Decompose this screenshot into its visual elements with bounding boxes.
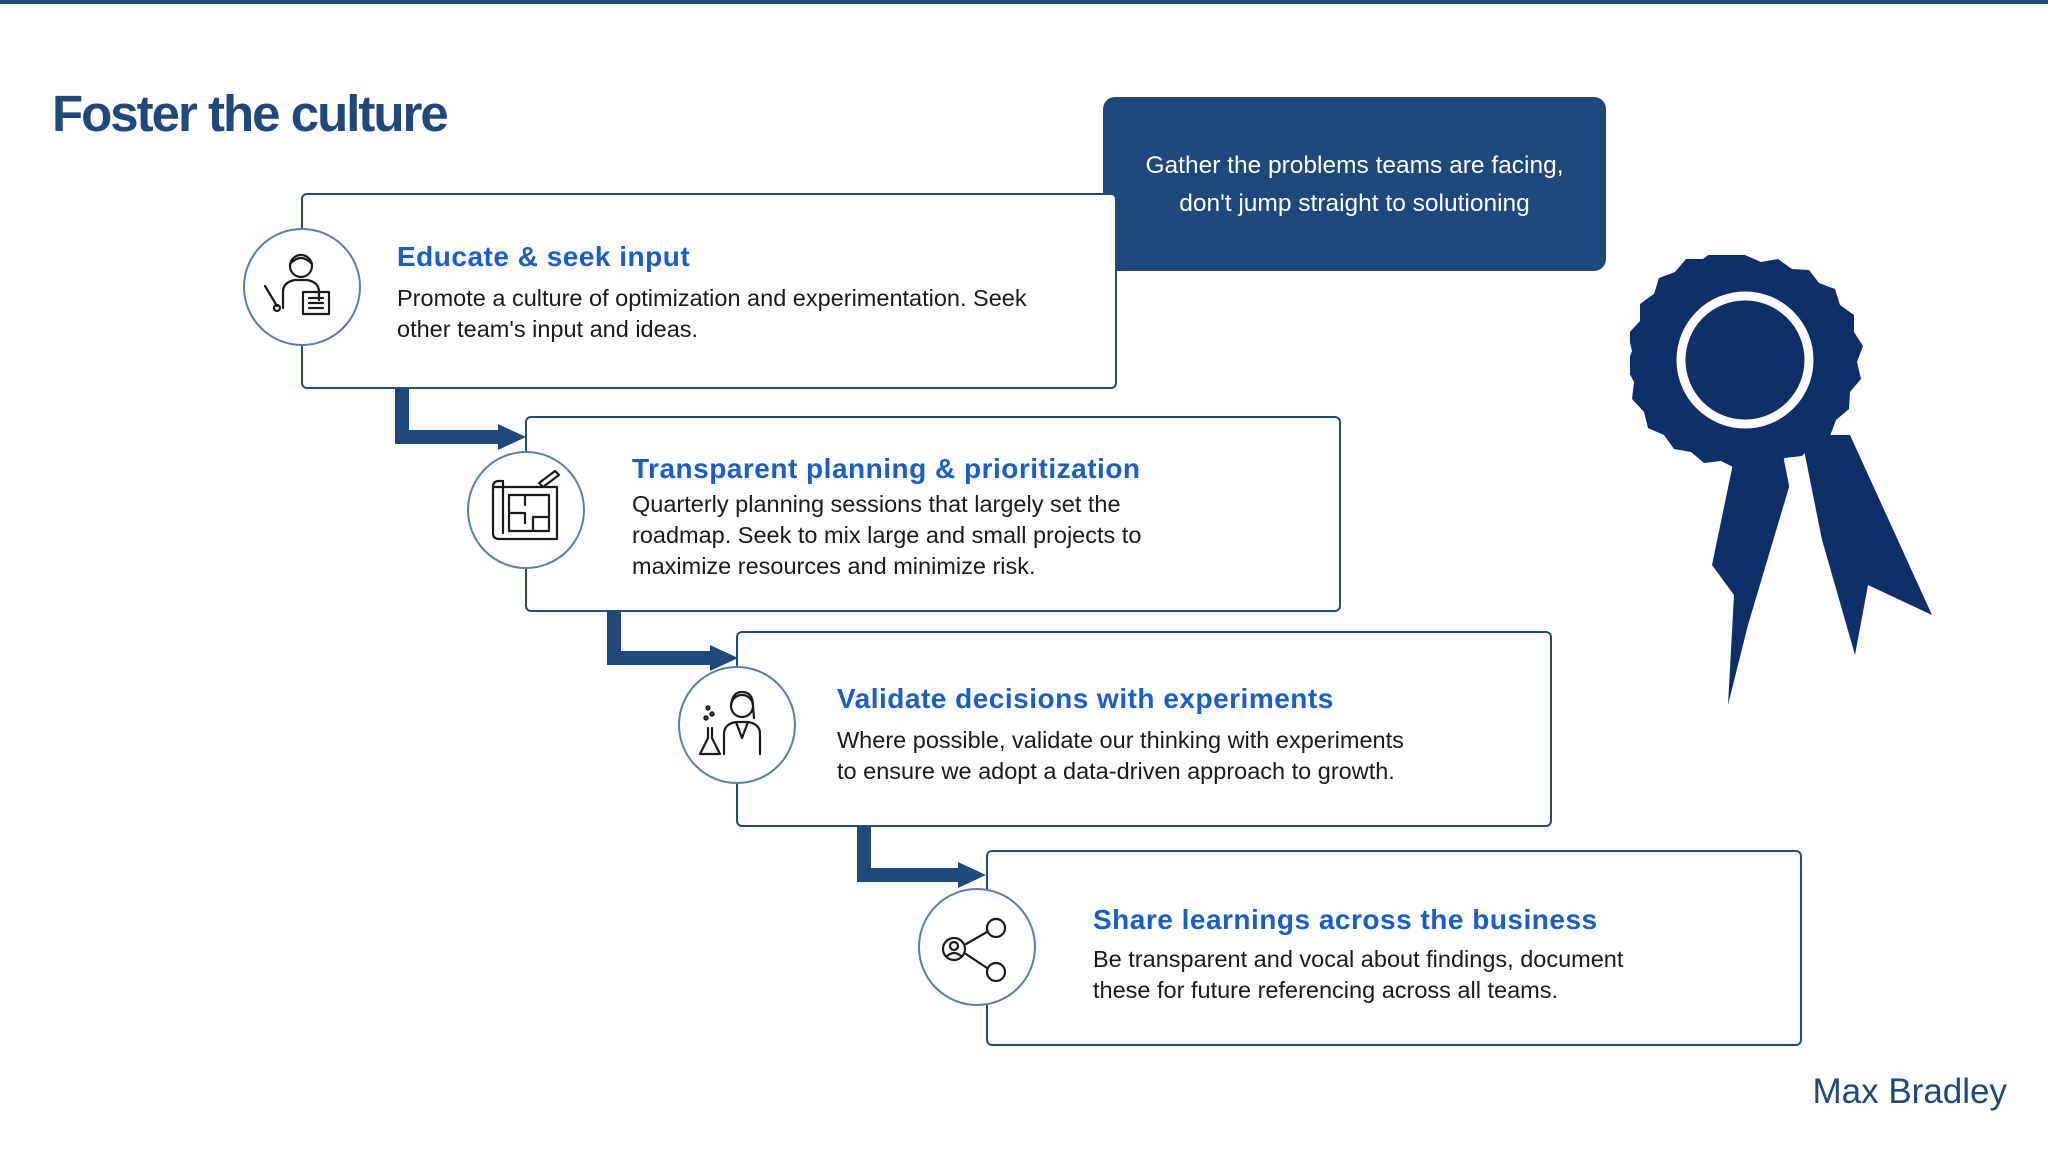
step-title: Share learnings across the business [1093,904,1598,935]
connector-arrow-1 [395,388,500,444]
step-card-educate: Educate & seek input Promote a culture o… [301,193,1117,389]
step-description-line: to ensure we adopt a data-driven approac… [837,758,1395,784]
connector-arrow-2 [607,610,712,665]
step-description-line: other team's input and ideas. [397,316,699,342]
step-description: Be transparent and vocal about findings,… [1093,944,1623,1006]
connector-arrowhead-3 [958,862,986,888]
step-card-planning: Transparent planning & prioritization Qu… [525,416,1341,612]
step-title: Educate & seek input [397,241,691,272]
slide-title: Foster the culture [52,85,449,142]
step-description-line: these for future referencing across all … [1093,977,1558,1003]
step-description-line: roadmap. Seek to mix large and small pro… [632,522,1142,548]
scientist-icon [678,666,796,784]
callout-line-2: don't jump straight to solutioning [1179,190,1530,217]
connector-arrow-3 [857,826,960,882]
step-card-share: Share learnings across the business Be t… [986,850,1802,1046]
top-rule [0,0,2048,4]
step-description: Where possible, validate our thinking wi… [837,725,1404,787]
connector-arrowhead-1 [498,424,526,450]
step-title: Transparent planning & prioritization [632,453,1141,484]
award-ribbon-icon [1630,255,1932,705]
step-description-line: Where possible, validate our thinking wi… [837,727,1404,753]
step-description: Promote a culture of optimization and ex… [397,283,1027,345]
step-description-line: Promote a culture of optimization and ex… [397,285,1027,311]
step-description-line: Be transparent and vocal about findings,… [1093,946,1624,972]
callout-line-1: Gather the problems teams are facing, [1145,152,1564,179]
step-card-validate: Validate decisions with experiments Wher… [736,631,1552,827]
callout-bubble: Gather the problems teams are facing, do… [1103,97,1606,271]
step-description-line: Quarterly planning sessions that largely… [632,491,1121,517]
teacher-icon [243,228,361,346]
callout-text: Gather the problems teams are facing, do… [1103,147,1606,223]
step-description: Quarterly planning sessions that largely… [632,489,1141,582]
step-title: Validate decisions with experiments [837,683,1334,714]
connector-arrowhead-2 [710,645,738,671]
author-name: Max Bradley [1812,1072,2007,1111]
step-description-line: maximize resources and minimize risk. [632,553,1036,579]
share-icon [918,888,1036,1006]
blueprint-icon [467,451,585,569]
